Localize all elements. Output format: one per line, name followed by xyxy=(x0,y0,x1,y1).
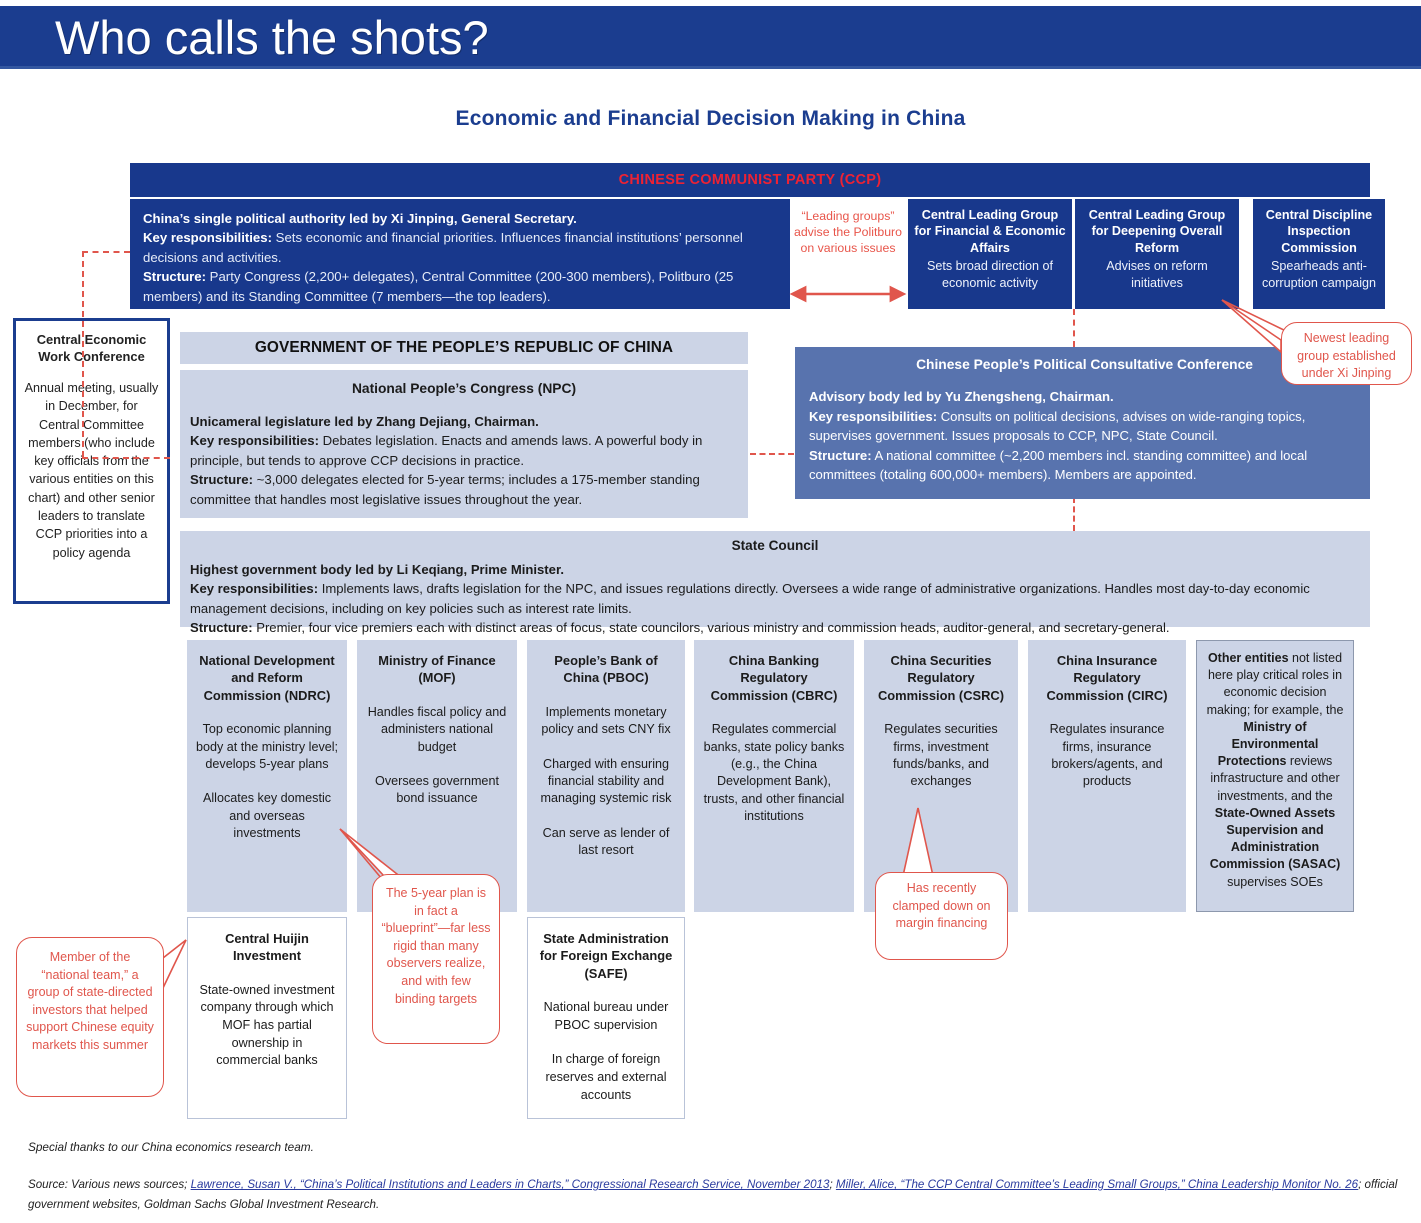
dashed-connector-cewc-bottom xyxy=(82,457,170,459)
cppcc-structure-label: Structure: xyxy=(809,447,872,463)
ccp-lead: China’s single political authority led b… xyxy=(143,211,577,226)
agency-para: Oversees government bond issuance xyxy=(375,774,499,806)
source-suffix: ; official government websites, Goldman … xyxy=(28,1178,1398,1211)
ccp-description-box: China’s single political authority led b… xyxy=(130,199,790,309)
npc-structure-label: Structure: xyxy=(190,472,254,488)
leading-group-title: Central Discipline Inspection Commission xyxy=(1265,208,1373,255)
agency-title: China Insurance Regulatory Commission (C… xyxy=(1046,653,1168,703)
sc-structure: Premier, four vice premiers each with di… xyxy=(252,620,1170,636)
agency-para: Implements monetary policy and sets CNY … xyxy=(541,704,671,737)
cewc-title: Central Economic Work Conference xyxy=(36,332,147,364)
agency-ndrc: National Development and Reform Commissi… xyxy=(187,640,347,912)
agency-para: Allocates key domestic and overseas inve… xyxy=(202,791,332,841)
cppcc-box: Chinese People’s Political Consultative … xyxy=(795,347,1370,499)
agency-para: Regulates commercial banks, state policy… xyxy=(703,722,845,824)
agency-mof: Ministry of Finance (MOF) Handles fiscal… xyxy=(357,640,517,912)
ccp-structure: Party Congress (2,200+ delegates), Centr… xyxy=(143,269,734,304)
subbox-title: Central Huijin Investment xyxy=(225,931,309,964)
source-link-1[interactable]: Lawrence, Susan V., “China’s Political I… xyxy=(190,1178,830,1191)
state-council-box: State Council Highest government body le… xyxy=(180,531,1370,635)
central-huijin-investment-box: Central Huijin Investment State-owned in… xyxy=(187,917,347,1119)
agency-title: China Banking Regulatory Commission (CBR… xyxy=(710,653,838,703)
ccp-structure-label: Structure: xyxy=(143,269,207,285)
npc-title: National People’s Congress (NPC) xyxy=(351,381,577,396)
central-discipline-inspection-commission: Central Discipline Inspection Commission… xyxy=(1253,199,1385,309)
leading-group-desc: Spearheads anti-corruption campaign xyxy=(1261,259,1377,290)
agency-para: Regulates insurance firms, insurance bro… xyxy=(1049,722,1165,789)
agency-pboc: People’s Bank of China (PBOC) Implements… xyxy=(527,640,685,912)
ccp-band-label: CHINESE COMMUNIST PARTY (CCP) xyxy=(618,172,882,188)
npc-box: National People’s Congress (NPC) Unicame… xyxy=(180,370,748,518)
cppcc-responsibilities-label: Key responsibilities: xyxy=(809,408,938,424)
government-header: GOVERNMENT OF THE PEOPLE’S REPUBLIC OF C… xyxy=(180,332,748,364)
cppcc-responsibilities: Consults on political decisions, advises… xyxy=(809,408,1306,444)
source-note: Source: Various news sources; Lawrence, … xyxy=(28,1175,1408,1215)
leading-group-deepening-reform: Central Leading Group for Deepening Over… xyxy=(1075,199,1239,309)
other-entities-b2: Ministry of Environmental Protections xyxy=(1217,719,1319,769)
other-entities-box: Other entities not listed here play crit… xyxy=(1196,640,1354,912)
ccp-band: CHINESE COMMUNIST PARTY (CCP) xyxy=(130,163,1370,197)
callout-margin-financing: Has recently clamped down on margin fina… xyxy=(875,872,1008,960)
page-title-bar: Who calls the shots? xyxy=(0,6,1421,69)
agency-title: China Securities Regulatory Commission (… xyxy=(877,653,1005,703)
subbox-para: National bureau under PBOC supervision xyxy=(543,1000,669,1032)
source-mid: ; xyxy=(829,1178,836,1191)
agency-title: People’s Bank of China (PBOC) xyxy=(554,653,658,686)
thanks-note: Special thanks to our China economics re… xyxy=(28,1140,314,1154)
subbox-para: State-owned investment company through w… xyxy=(199,982,335,1068)
dashed-connector-cppcc-statecouncil xyxy=(1073,497,1075,531)
npc-lead: Unicameral legislature led by Zhang Deji… xyxy=(190,413,539,429)
central-economic-work-conference-box: Central Economic Work Conference Annual … xyxy=(13,318,170,604)
agency-para: Charged with ensuring financial stabilit… xyxy=(540,756,672,806)
leading-group-financial-economic: Central Leading Group for Financial & Ec… xyxy=(908,199,1072,309)
ccp-responsibilities: Sets economic and financial priorities. … xyxy=(143,230,743,265)
safe-box: State Administration for Foreign Exchang… xyxy=(527,917,685,1119)
leading-group-title: Central Leading Group for Deepening Over… xyxy=(1088,208,1226,255)
source-prefix: Source: Various news sources; xyxy=(28,1178,191,1191)
cewc-body: Annual meeting, usually in December, for… xyxy=(24,381,159,560)
npc-responsibilities-label: Key responsibilities: xyxy=(190,433,319,449)
sc-structure-label: Structure: xyxy=(190,620,253,636)
other-entities-b1: Other entities xyxy=(1207,651,1289,665)
callout-five-year-plan: The 5-year plan is in fact a “blueprint”… xyxy=(372,874,500,1044)
leading-group-desc: Sets broad direction of economic activit… xyxy=(926,259,1053,290)
sc-responsibilities-label: Key responsibilities: xyxy=(190,581,319,597)
page-title: Who calls the shots? xyxy=(55,11,489,64)
other-entities-t1: not listed here play critical roles in e… xyxy=(1206,651,1344,717)
cppcc-title: Chinese People’s Political Consultative … xyxy=(916,357,1253,372)
leading-groups-note: “Leading groups” advise the Politburo on… xyxy=(793,209,902,255)
chart-title: Economic and Financial Decision Making i… xyxy=(455,107,966,130)
agency-csrc: China Securities Regulatory Commission (… xyxy=(864,640,1018,912)
ccp-responsibilities-label: Key responsibilities: xyxy=(143,230,272,246)
cppcc-structure: A national committee (~2,200 members inc… xyxy=(809,447,1308,483)
callout-national-team: Member of the “national team,” a group o… xyxy=(16,937,164,1097)
other-entities-b3: State-Owned Assets Supervision and Admin… xyxy=(1209,805,1341,872)
agency-title: Ministry of Finance (MOF) xyxy=(378,653,496,686)
other-entities-t3: supervises SOEs xyxy=(1227,874,1323,889)
sc-responsibilities: Implements laws, drafts legislation for … xyxy=(190,581,1310,616)
callout-newest-leading-group: Newest leading group established under X… xyxy=(1281,322,1412,385)
npc-responsibilities: Debates legislation. Enacts and amends l… xyxy=(190,433,703,468)
dashed-connector-cewc-vertical xyxy=(82,251,84,457)
dashed-connector-ccp-cewc-top xyxy=(82,251,130,253)
agency-para: Can serve as lender of last resort xyxy=(542,825,670,858)
dashed-connector-ccp-cppcc-top xyxy=(1073,309,1075,347)
state-council-title: State Council xyxy=(731,538,819,553)
agency-para: Top economic planning body at the minist… xyxy=(195,722,339,772)
leading-group-title: Central Leading Group for Financial & Ec… xyxy=(914,208,1066,255)
subbox-title: State Administration for Foreign Exchang… xyxy=(539,931,673,981)
subbox-para: In charge of foreign reserves and extern… xyxy=(545,1052,667,1102)
npc-structure: ~3,000 delegates elected for 5-year term… xyxy=(190,472,700,507)
agency-cbrc: China Banking Regulatory Commission (CBR… xyxy=(694,640,854,912)
sc-lead: Highest government body led by Li Keqian… xyxy=(190,561,564,577)
agency-para: Regulates securities firms, investment f… xyxy=(884,722,998,789)
leading-group-desc: Advises on reform initiatives xyxy=(1106,259,1208,290)
source-link-2[interactable]: Miller, Alice, “The CCP Central Committe… xyxy=(835,1178,1359,1191)
agency-para: Handles fiscal policy and administers na… xyxy=(367,704,507,754)
cppcc-lead: Advisory body led by Yu Zhengsheng, Chai… xyxy=(809,389,1114,405)
dashed-connector-npc-cppcc xyxy=(750,453,794,455)
agency-title: National Development and Reform Commissi… xyxy=(199,653,335,703)
agency-circ: China Insurance Regulatory Commission (C… xyxy=(1028,640,1186,912)
other-entities-t2: reviews infrastructure and other investm… xyxy=(1210,754,1340,803)
